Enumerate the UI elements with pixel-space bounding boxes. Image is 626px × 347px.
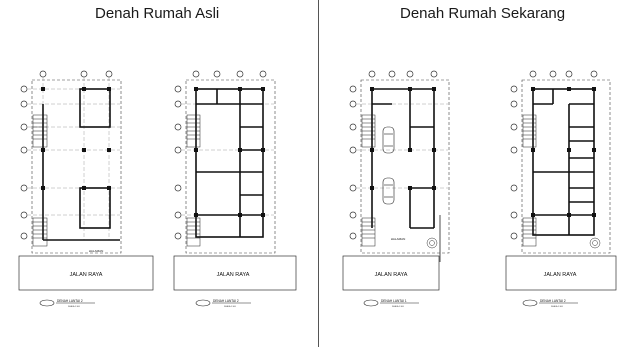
grid-bubbles-top	[192, 70, 267, 78]
plan-scale: SKALA 1:100	[551, 305, 564, 308]
section-divider	[318, 0, 319, 347]
yard-label: HALAMAN	[89, 249, 104, 253]
building-outline	[521, 79, 611, 254]
street-label: JALAN RAYA	[70, 272, 103, 278]
floor-plan-2: JALAN RAYA DENAH LANTAI 2 SKALA 1:100	[173, 70, 297, 308]
column-dots	[531, 87, 596, 217]
plan-scale: SKALA 1:100	[68, 305, 81, 308]
grid-bubbles-top	[529, 70, 598, 78]
street-box	[342, 255, 440, 291]
stairs	[522, 114, 537, 247]
tree-icon	[426, 237, 438, 249]
grid-bubbles-left	[510, 85, 518, 240]
building-outline	[360, 79, 450, 254]
walls	[195, 88, 264, 238]
yard-label: HALAMAN	[391, 237, 406, 241]
caption-symbol	[195, 299, 211, 307]
tree-icon	[589, 237, 601, 249]
plan-scale: SKALA 1:100	[224, 305, 237, 308]
car-icon	[382, 126, 395, 154]
street-box	[18, 255, 154, 291]
stairs	[361, 114, 376, 247]
right-section-title: Denah Rumah Sekarang	[400, 5, 566, 22]
grid-bubbles-left	[174, 85, 182, 240]
plan-caption: DENAH LANTAI 2	[540, 299, 566, 303]
street-box	[505, 255, 617, 291]
building-outline	[185, 79, 276, 254]
plan-scale: SKALA 1:100	[392, 305, 405, 308]
column-dots	[370, 87, 436, 190]
stairs	[186, 114, 201, 247]
plan-caption: DENAH LANTAI 1	[381, 299, 407, 303]
street-label: JALAN RAYA	[217, 272, 250, 278]
caption-symbol	[522, 299, 538, 307]
column-dots	[194, 87, 265, 217]
street-box	[173, 255, 297, 291]
floor-plan-1: JALAN RAYA HALAMAN DENAH LANTAI 2 SKALA …	[18, 70, 154, 308]
walls	[371, 88, 435, 229]
street-label: JALAN RAYA	[544, 272, 577, 278]
grid-bubbles-left	[20, 85, 28, 240]
floor-plan-4: JALAN RAYA DENAH LANTAI 2 SKALA 1:100	[505, 70, 617, 308]
plan-caption: DENAH LANTAI 2	[57, 299, 83, 303]
caption-symbol	[363, 299, 379, 307]
column-dots	[41, 87, 111, 190]
plan-caption: DENAH LANTAI 2	[213, 299, 239, 303]
walls	[532, 88, 595, 236]
walls	[42, 88, 120, 241]
grid-bubbles-top	[368, 70, 438, 78]
street-label: JALAN RAYA	[375, 272, 408, 278]
grid-bubbles-top	[39, 70, 113, 78]
building-outline	[31, 79, 122, 254]
stairs	[32, 114, 48, 247]
left-section-title: Denah Rumah Asli	[95, 5, 220, 22]
floor-plan-3: JALAN RAYA HALAMAN DENAH LANTAI 1 SKALA …	[342, 70, 450, 308]
caption-symbol	[39, 299, 55, 307]
car-icon	[382, 177, 395, 205]
grid-bubbles-left	[349, 85, 357, 240]
